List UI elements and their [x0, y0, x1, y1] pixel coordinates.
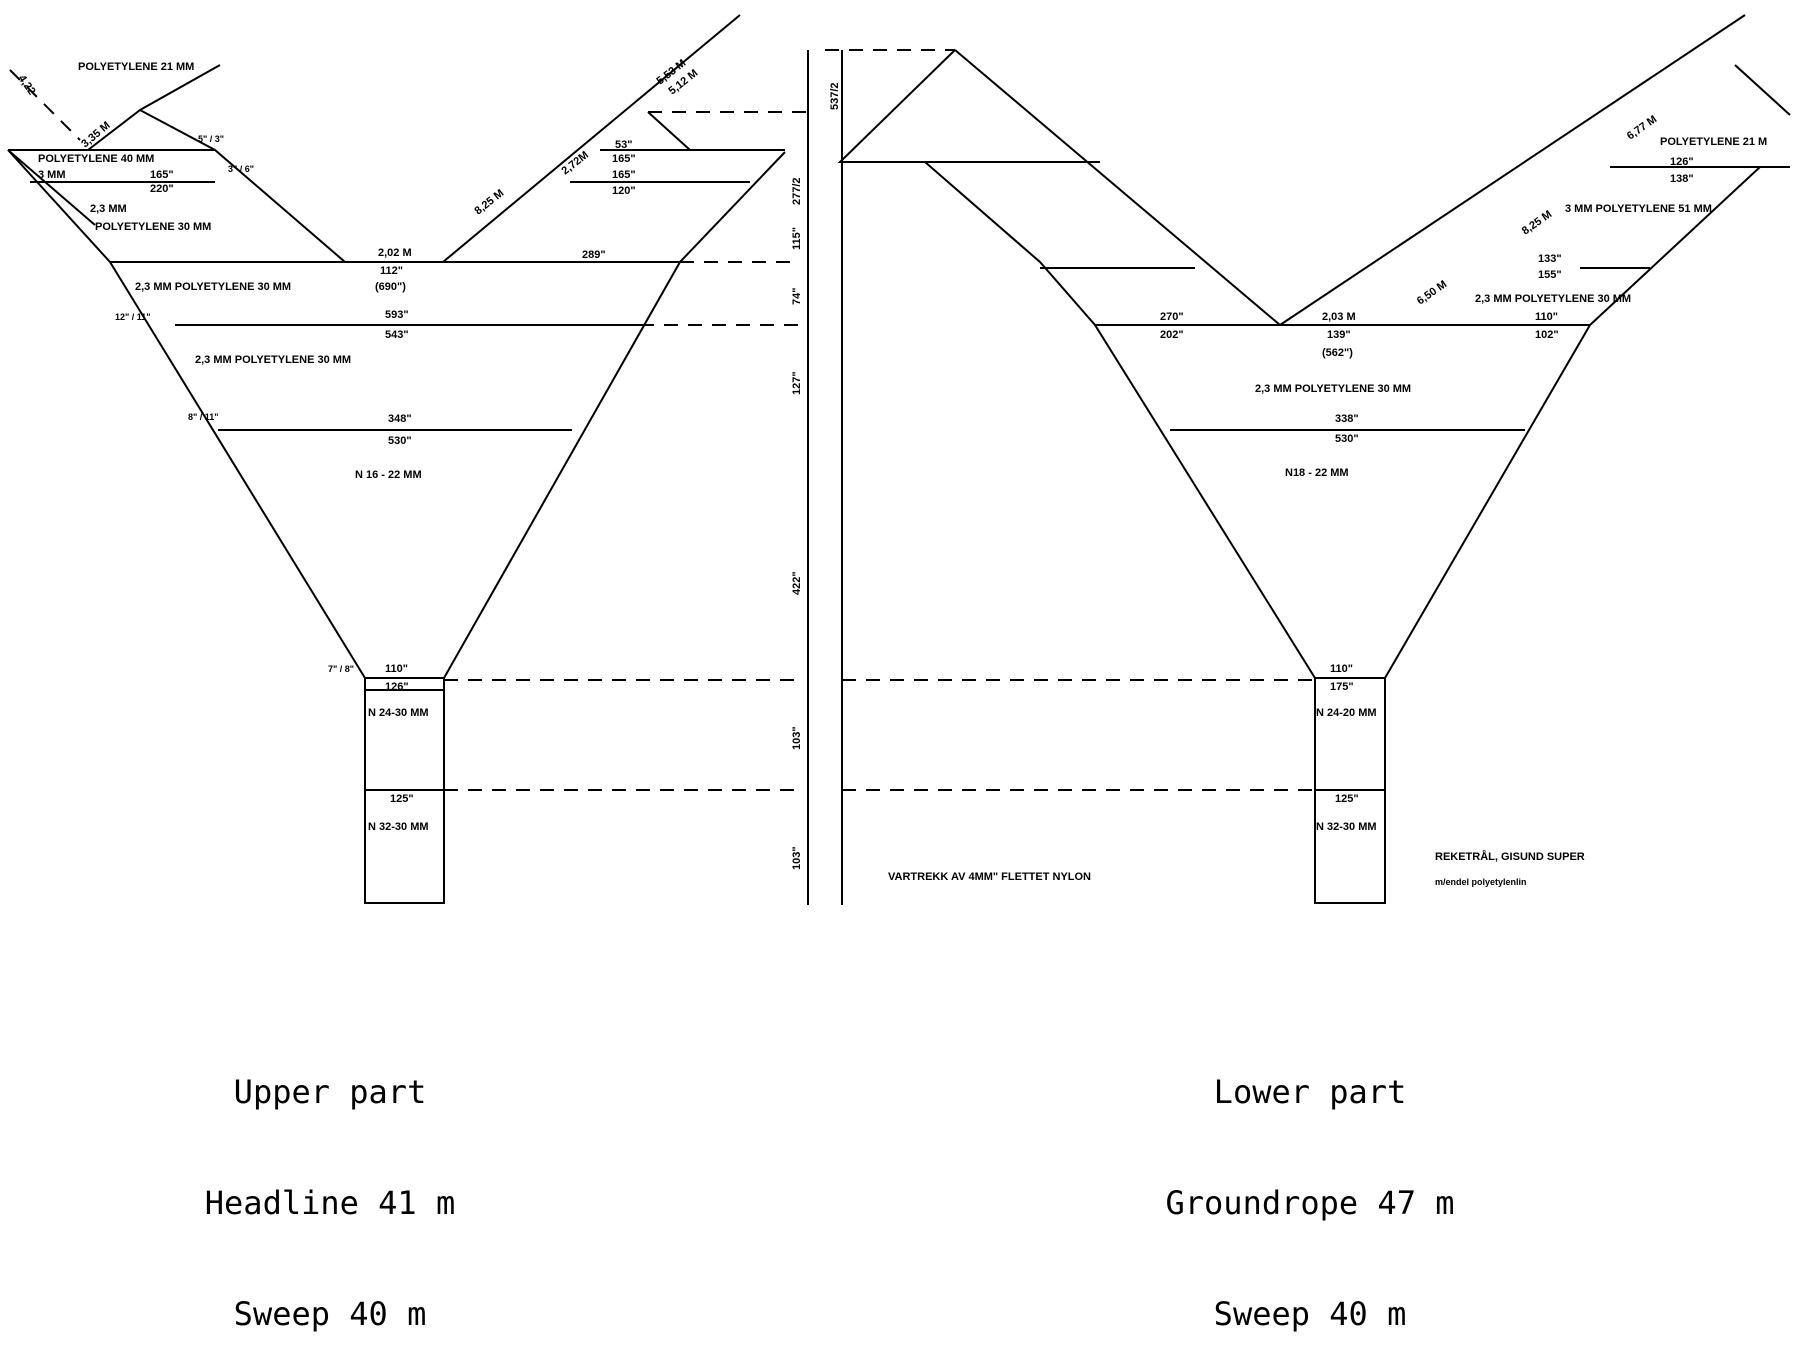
scale-label-5: 422": [791, 571, 803, 595]
lower-label-102: 102": [1535, 329, 1559, 341]
label-125: 125": [390, 793, 414, 805]
lower-top-wing: [837, 49, 1316, 679]
caption-lower-line-3: Sweep 40 m: [1213, 1295, 1407, 1333]
lower-net-panel: POLYETYLENE 21 M 126" 138" 3 MM POLYETYL…: [837, 14, 1791, 904]
caption-upper-line-1: Upper part: [233, 1073, 427, 1111]
caption-lower: Lower part Groundrope 47 m Sweep 40 m: [1110, 1000, 1510, 1370]
lower-label-562: (562"): [1322, 347, 1353, 359]
label-120: 120": [612, 185, 636, 197]
label-poly40: POLYETYLENE 40 MM: [38, 153, 154, 165]
label-f12-11: 12" / 11": [115, 312, 151, 322]
scale-label-4: 127": [791, 371, 803, 395]
lower-label-138: 138": [1670, 173, 1694, 185]
label-poly21: POLYETYLENE 21 MM: [78, 61, 194, 73]
label-530: 530": [388, 435, 412, 447]
lower-label-8-25m: 8,25 M: [1520, 208, 1554, 237]
label-348: 348": [388, 413, 412, 425]
scale-label-7: 103": [791, 846, 803, 870]
label-112: 112": [380, 265, 403, 277]
label-n1622: N 16 - 22 MM: [355, 469, 422, 481]
label-543: 543": [385, 329, 409, 341]
label-n3230: N 32-30 MM: [368, 821, 429, 833]
lower-label-poly21: POLYETYLENE 21 M: [1660, 136, 1767, 148]
caption-lower-line-1: Lower part: [1213, 1073, 1407, 1111]
label-165: 165": [150, 169, 174, 181]
lower-label-110b: 110": [1330, 663, 1353, 675]
caption-upper-line-2: Headline 41 m: [204, 1184, 456, 1222]
caption-upper-line-3: Sweep 40 m: [233, 1295, 427, 1333]
vartrekk-note: VARTREKK AV 4MM" FLETTET NYLON: [888, 871, 1091, 883]
lower-right-rope: [1279, 14, 1746, 326]
lower-label-6-77m: 6,77 M: [1625, 113, 1659, 142]
lower-label-poly51: 3 MM POLYETYLENE 51 MM: [1565, 203, 1712, 215]
label-289: 289": [582, 249, 606, 261]
upper-right-rope: [442, 14, 741, 263]
lower-label-2-03m: 2,03 M: [1322, 311, 1356, 323]
net-plan-diagram: POLYETYLENE 21 MM POLYETYLENE 40 MM 3 MM…: [7, 14, 1791, 905]
label-f3-6: 3" / 6": [228, 164, 254, 174]
lower-label-poly30a: 2,3 MM POLYETYLENE 30 MM: [1475, 293, 1631, 305]
label-poly30a: POLYETYLENE 30 MM: [95, 221, 211, 233]
upper-net-panel: POLYETYLENE 21 MM POLYETYLENE 40 MM 3 MM…: [7, 14, 810, 904]
lower-label-202: 202": [1160, 329, 1184, 341]
lower-label-126: 126": [1670, 156, 1694, 168]
scale-label-3: 74": [791, 288, 803, 305]
label-593: 593": [385, 309, 409, 321]
label-poly30c: 2,3 MM POLYETYLENE 30 MM: [195, 354, 351, 366]
lower-label-n1822: N18 - 22 MM: [1285, 467, 1349, 479]
lower-note-1: REKETRÅL, GISUND SUPER: [1435, 850, 1585, 863]
lower-wing-diag: [1734, 64, 1791, 116]
lower-label-poly30b: 2,3 MM POLYETYLENE 30 MM: [1255, 383, 1411, 395]
label-f8-11: 8" / 11": [188, 412, 219, 422]
label-110: 110": [385, 663, 408, 675]
scale-label-6: 103": [791, 726, 803, 750]
lower-label-6-50m: 6,50 M: [1415, 278, 1449, 307]
label-165b: 165": [612, 153, 636, 165]
lower-label-530: 530": [1335, 433, 1359, 445]
upper-outline-right: [443, 151, 786, 679]
label-n2430: N 24-30 MM: [368, 707, 429, 719]
lower-label-110: 110": [1535, 311, 1558, 323]
upper-headline-rope: [139, 64, 221, 111]
label-53: 53": [615, 139, 632, 151]
upper-wing-top: [87, 108, 346, 263]
caption-upper: Upper part Headline 41 m Sweep 40 m: [150, 1000, 510, 1370]
caption-lower-line-2: Groundrope 47 m: [1165, 1184, 1455, 1222]
lower-note-2: m/endel polyetylenlin: [1435, 877, 1527, 887]
lower-label-n2420: N 24-20 MM: [1316, 707, 1377, 719]
scale-label-0: 537/2: [829, 82, 841, 110]
lower-label-338: 338": [1335, 413, 1359, 425]
label-f5-3: 5" / 3": [198, 134, 224, 144]
label-poly30b: 2,3 MM POLYETYLENE 30 MM: [135, 281, 291, 293]
scale-label-2: 115": [791, 227, 803, 250]
label-2-02m: 2,02 M: [378, 247, 412, 259]
label-126: 126": [385, 681, 409, 693]
upper-wing-diag: [647, 111, 691, 151]
upper-inner-line: [7, 149, 96, 226]
lower-label-n3230: N 32-30 MM: [1316, 821, 1377, 833]
scale-bars: 277/2 537/2 115" 74" 127" 422" 103" 103": [791, 49, 955, 905]
lower-label-175: 175": [1330, 681, 1354, 693]
label-f7-8: 7" / 8": [328, 664, 354, 674]
lower-outline-right: [1384, 166, 1761, 679]
label-3mm: 3 MM: [38, 169, 66, 181]
lower-label-155: 155": [1538, 269, 1562, 281]
lower-wing-inner: [954, 49, 1281, 326]
label-690: (690"): [375, 281, 406, 293]
lower-label-133: 133": [1538, 253, 1562, 265]
label-2-3mm: 2,3 MM: [90, 203, 127, 215]
label-220: 220": [150, 183, 174, 195]
scale-label-1: 277/2: [791, 177, 803, 205]
lower-label-125: 125": [1335, 793, 1359, 805]
label-165c: 165": [612, 169, 636, 181]
upper-dash-stub: [9, 69, 81, 141]
lower-label-270: 270": [1160, 311, 1184, 323]
lower-label-139: 139": [1327, 329, 1351, 341]
